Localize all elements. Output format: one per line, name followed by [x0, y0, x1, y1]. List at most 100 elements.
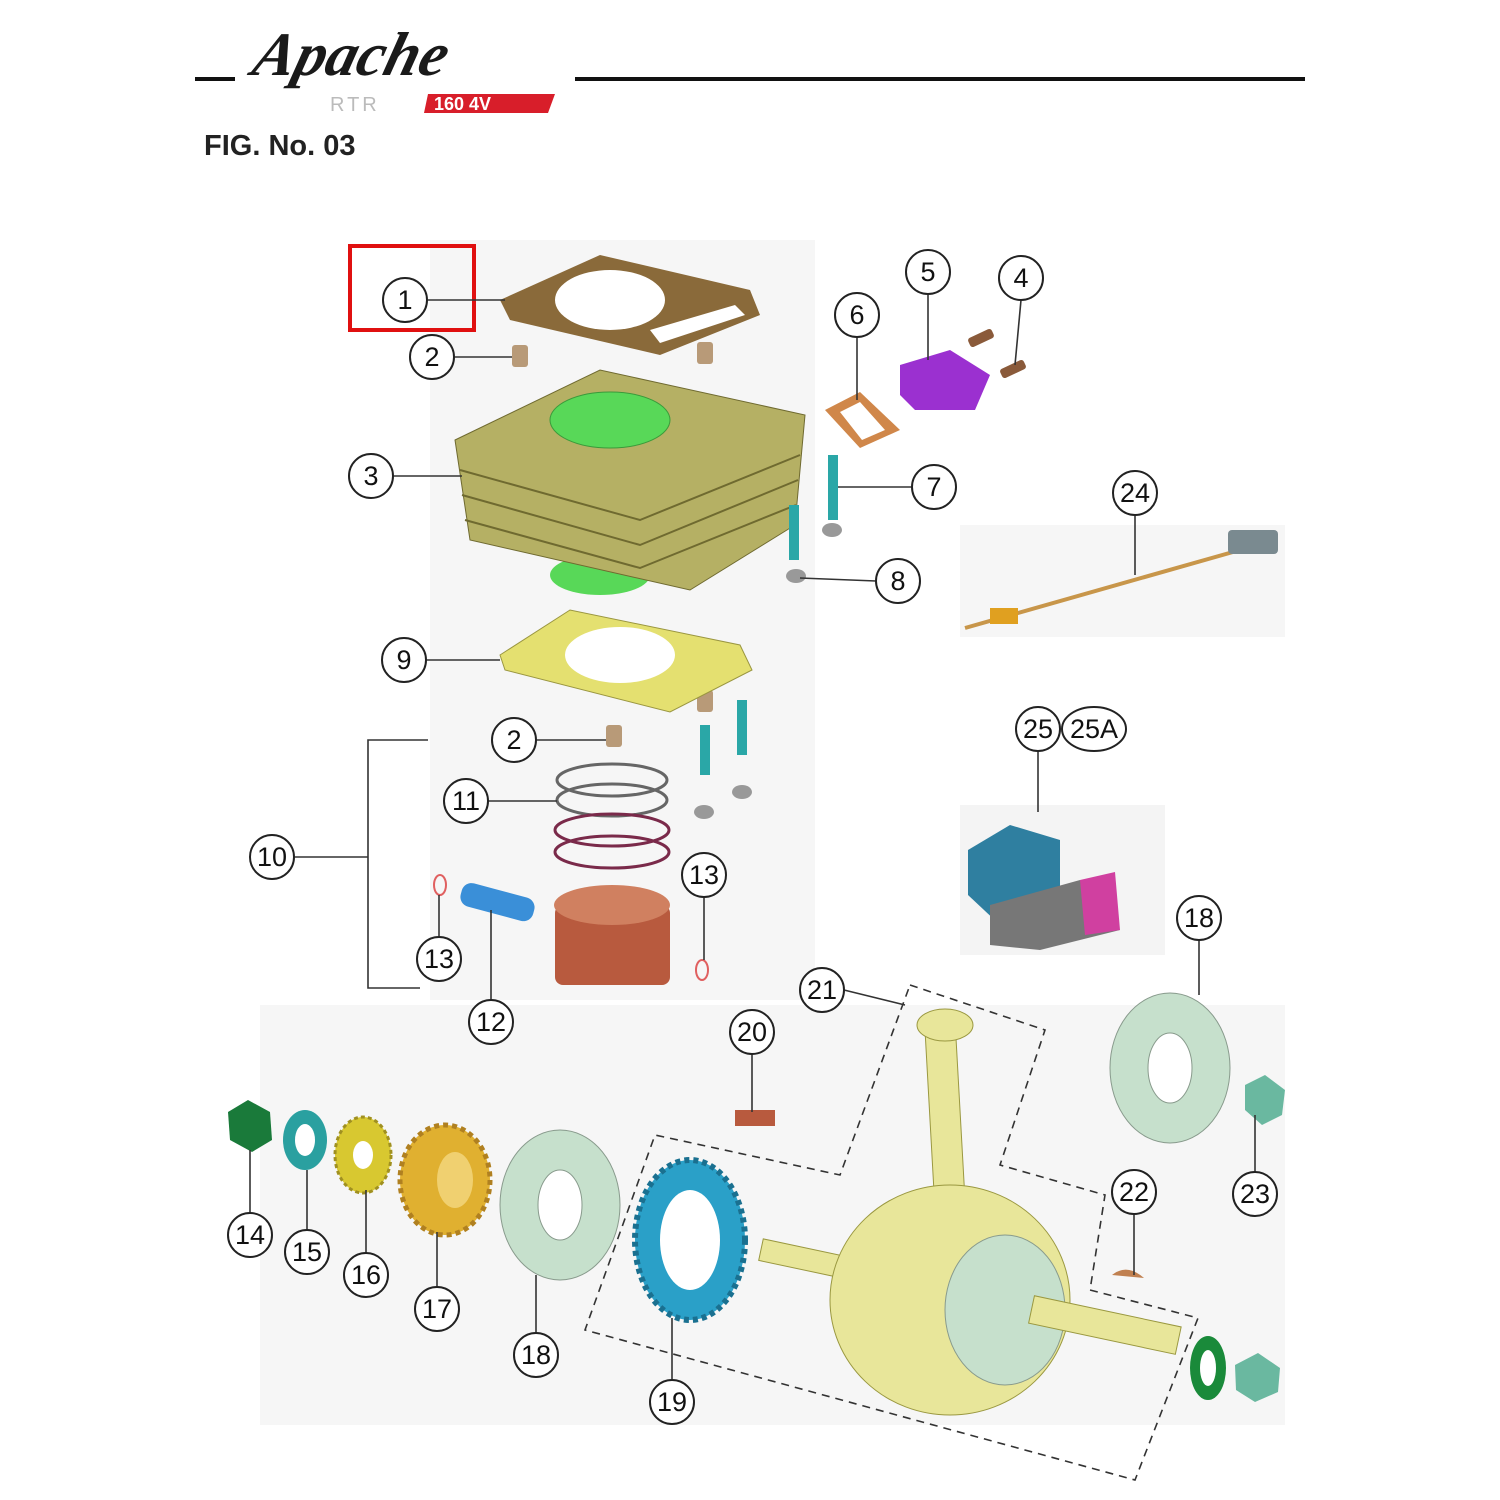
callout-15[interactable]: 15	[284, 1229, 330, 1275]
bolt[interactable]	[967, 328, 995, 348]
dowel-pin[interactable]	[606, 725, 622, 747]
woodruff-key[interactable]	[1112, 1269, 1144, 1278]
stud-bolt[interactable]	[828, 455, 838, 520]
callout-6[interactable]: 6	[834, 292, 880, 338]
callout-13[interactable]: 13	[681, 852, 727, 898]
bolt[interactable]	[999, 359, 1027, 379]
callout-24[interactable]: 24	[1112, 470, 1158, 516]
svg-text:3: 3	[363, 461, 378, 491]
piston[interactable]	[554, 885, 670, 985]
callout-2b[interactable]: 2	[491, 717, 537, 763]
dowel-pin[interactable]	[512, 345, 528, 367]
callout-2[interactable]: 2	[409, 334, 455, 380]
svg-text:25A: 25A	[1070, 714, 1118, 744]
lock-nut[interactable]	[228, 1100, 272, 1152]
engine-assembly[interactable]	[960, 805, 1165, 955]
dowel-pin[interactable]	[697, 342, 713, 364]
callout-22[interactable]: 22	[1111, 1169, 1157, 1215]
stud-bolt[interactable]	[737, 700, 747, 755]
nut[interactable]	[822, 523, 842, 537]
svg-text:2: 2	[424, 342, 439, 372]
circlip[interactable]	[433, 874, 447, 896]
svg-text:7: 7	[926, 472, 941, 502]
svg-text:18: 18	[1184, 903, 1214, 933]
svg-text:25: 25	[1023, 714, 1053, 744]
callout-18[interactable]: 18	[1176, 895, 1222, 941]
tensioner-gasket[interactable]	[825, 392, 900, 448]
nut[interactable]	[786, 569, 806, 583]
nut[interactable]	[694, 805, 714, 819]
callout-23[interactable]: 23	[1232, 1171, 1278, 1217]
callout-5[interactable]: 5	[905, 249, 951, 295]
callout-19[interactable]: 19	[649, 1379, 695, 1425]
circlip[interactable]	[695, 959, 709, 981]
callout-8[interactable]: 8	[875, 558, 921, 604]
crankshaft-assembly[interactable]	[758, 1008, 1182, 1416]
temperature-sensor[interactable]	[964, 530, 1278, 630]
figure-number: FIG. No. 03	[204, 130, 355, 162]
callout-10[interactable]: 10	[249, 834, 295, 880]
svg-text:12: 12	[476, 1007, 506, 1037]
flange-nut[interactable]	[1235, 1353, 1280, 1402]
callout-13b[interactable]: 13	[416, 936, 462, 982]
cylinder-head-gasket[interactable]	[500, 255, 760, 355]
callout-7[interactable]: 7	[911, 464, 957, 510]
logo-model: 160 4V	[434, 94, 491, 114]
cylinder-block[interactable]	[454, 369, 806, 595]
washer[interactable]	[283, 1110, 327, 1170]
cam-drive-gear[interactable]	[397, 1122, 493, 1238]
cam-chain-tensioner[interactable]	[900, 350, 990, 410]
primary-drive-gear[interactable]	[333, 1115, 393, 1195]
crank-bearing[interactable]	[1109, 992, 1231, 1144]
highlight-box	[348, 244, 476, 332]
svg-text:8: 8	[890, 566, 905, 596]
callout-9[interactable]: 9	[381, 637, 427, 683]
svg-text:24: 24	[1120, 478, 1150, 508]
callout-20[interactable]: 20	[729, 1009, 775, 1055]
callout-4[interactable]: 4	[998, 255, 1044, 301]
svg-text:23: 23	[1240, 1179, 1270, 1209]
svg-text:22: 22	[1119, 1177, 1149, 1207]
cylinder-base-gasket[interactable]	[499, 609, 753, 713]
timing-sprocket[interactable]	[632, 1157, 748, 1323]
callout-16[interactable]: 16	[343, 1252, 389, 1298]
svg-text:19: 19	[657, 1387, 687, 1417]
svg-text:13: 13	[424, 944, 454, 974]
logo-wordmark: Apache	[242, 20, 457, 89]
callout-12[interactable]: 12	[468, 999, 514, 1045]
callout-17[interactable]: 17	[414, 1286, 460, 1332]
svg-text:11: 11	[452, 786, 480, 816]
piston-rings[interactable]	[553, 762, 671, 870]
crank-bearing[interactable]	[499, 1129, 621, 1281]
callout-25a[interactable]: 25A	[1061, 706, 1127, 752]
brand-logo: Apache RTR 160 4V	[195, 20, 1305, 116]
svg-text:14: 14	[235, 1220, 265, 1250]
piston-pin[interactable]	[458, 881, 537, 924]
svg-text:6: 6	[849, 300, 864, 330]
svg-text:17: 17	[422, 1294, 452, 1324]
callout-21[interactable]: 21	[799, 967, 845, 1013]
callout-25[interactable]: 25	[1015, 706, 1061, 752]
callout-1[interactable]: 1	[382, 277, 428, 323]
svg-text:1: 1	[397, 285, 412, 315]
callout-3[interactable]: 3	[348, 453, 394, 499]
nut[interactable]	[732, 785, 752, 799]
svg-text:21: 21	[807, 975, 837, 1005]
logo-rtr: RTR	[330, 94, 380, 116]
callout-18b[interactable]: 18	[513, 1332, 559, 1378]
svg-text:9: 9	[396, 645, 411, 675]
svg-text:10: 10	[257, 842, 287, 872]
callout-14[interactable]: 14	[227, 1212, 273, 1258]
svg-text:15: 15	[292, 1237, 322, 1267]
svg-text:2: 2	[506, 725, 521, 755]
svg-text:5: 5	[920, 257, 935, 287]
callout-11[interactable]: 11	[443, 778, 489, 824]
svg-text:18: 18	[521, 1340, 551, 1370]
stud-bolt[interactable]	[789, 505, 799, 560]
stud-bolt[interactable]	[700, 725, 710, 775]
woodruff-key[interactable]	[735, 1110, 775, 1126]
svg-text:20: 20	[737, 1017, 767, 1047]
svg-text:13: 13	[689, 860, 719, 890]
flange-nut[interactable]	[1245, 1075, 1285, 1125]
